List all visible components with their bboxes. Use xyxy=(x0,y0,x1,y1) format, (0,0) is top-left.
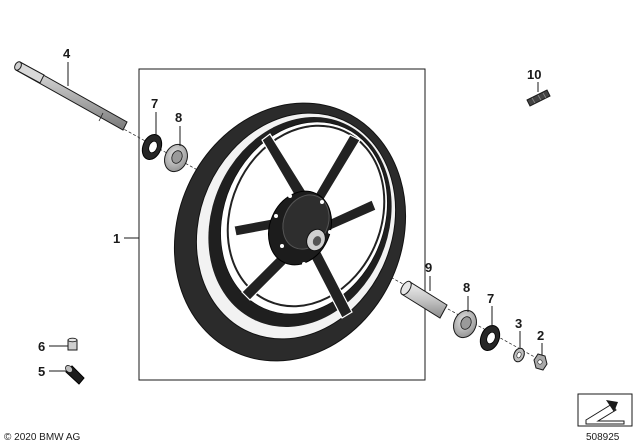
callout-6: 6 xyxy=(38,339,45,354)
shaft-seal-right xyxy=(479,324,501,352)
group-frame xyxy=(138,68,426,381)
hub-bore-inner xyxy=(312,236,322,246)
callout-10: 10 xyxy=(527,67,541,82)
valve-cap xyxy=(67,337,78,351)
bearing-left xyxy=(164,143,188,173)
callout-8-right: 8 xyxy=(463,280,470,295)
callout-8-left: 8 xyxy=(175,110,182,125)
balance-weight xyxy=(526,89,551,107)
callout-9: 9 xyxy=(425,260,432,275)
arrow-corner-icon xyxy=(577,393,633,427)
rim-edge xyxy=(226,124,386,308)
disc-bolts xyxy=(274,194,332,266)
callout-7-left: 7 xyxy=(151,96,158,111)
copyright-text: © 2020 BMW AG xyxy=(4,432,81,443)
diagram-number: 508925 xyxy=(586,432,620,443)
leader-lines xyxy=(49,62,543,372)
valve-stem xyxy=(65,365,85,385)
shaft-seal-left xyxy=(141,133,163,161)
callout-7-right: 7 xyxy=(487,291,494,306)
bearing-right xyxy=(453,309,477,339)
callout-5: 5 xyxy=(38,364,45,379)
callout-4: 4 xyxy=(63,46,71,61)
wheel-assembly xyxy=(173,102,407,362)
spacer-sleeve xyxy=(400,280,448,319)
axle-part xyxy=(14,61,128,131)
callout-2: 2 xyxy=(537,328,544,343)
axle-nut xyxy=(533,353,548,371)
washer xyxy=(513,347,525,363)
callout-3: 3 xyxy=(515,316,522,331)
callout-1: 1 xyxy=(113,231,120,246)
